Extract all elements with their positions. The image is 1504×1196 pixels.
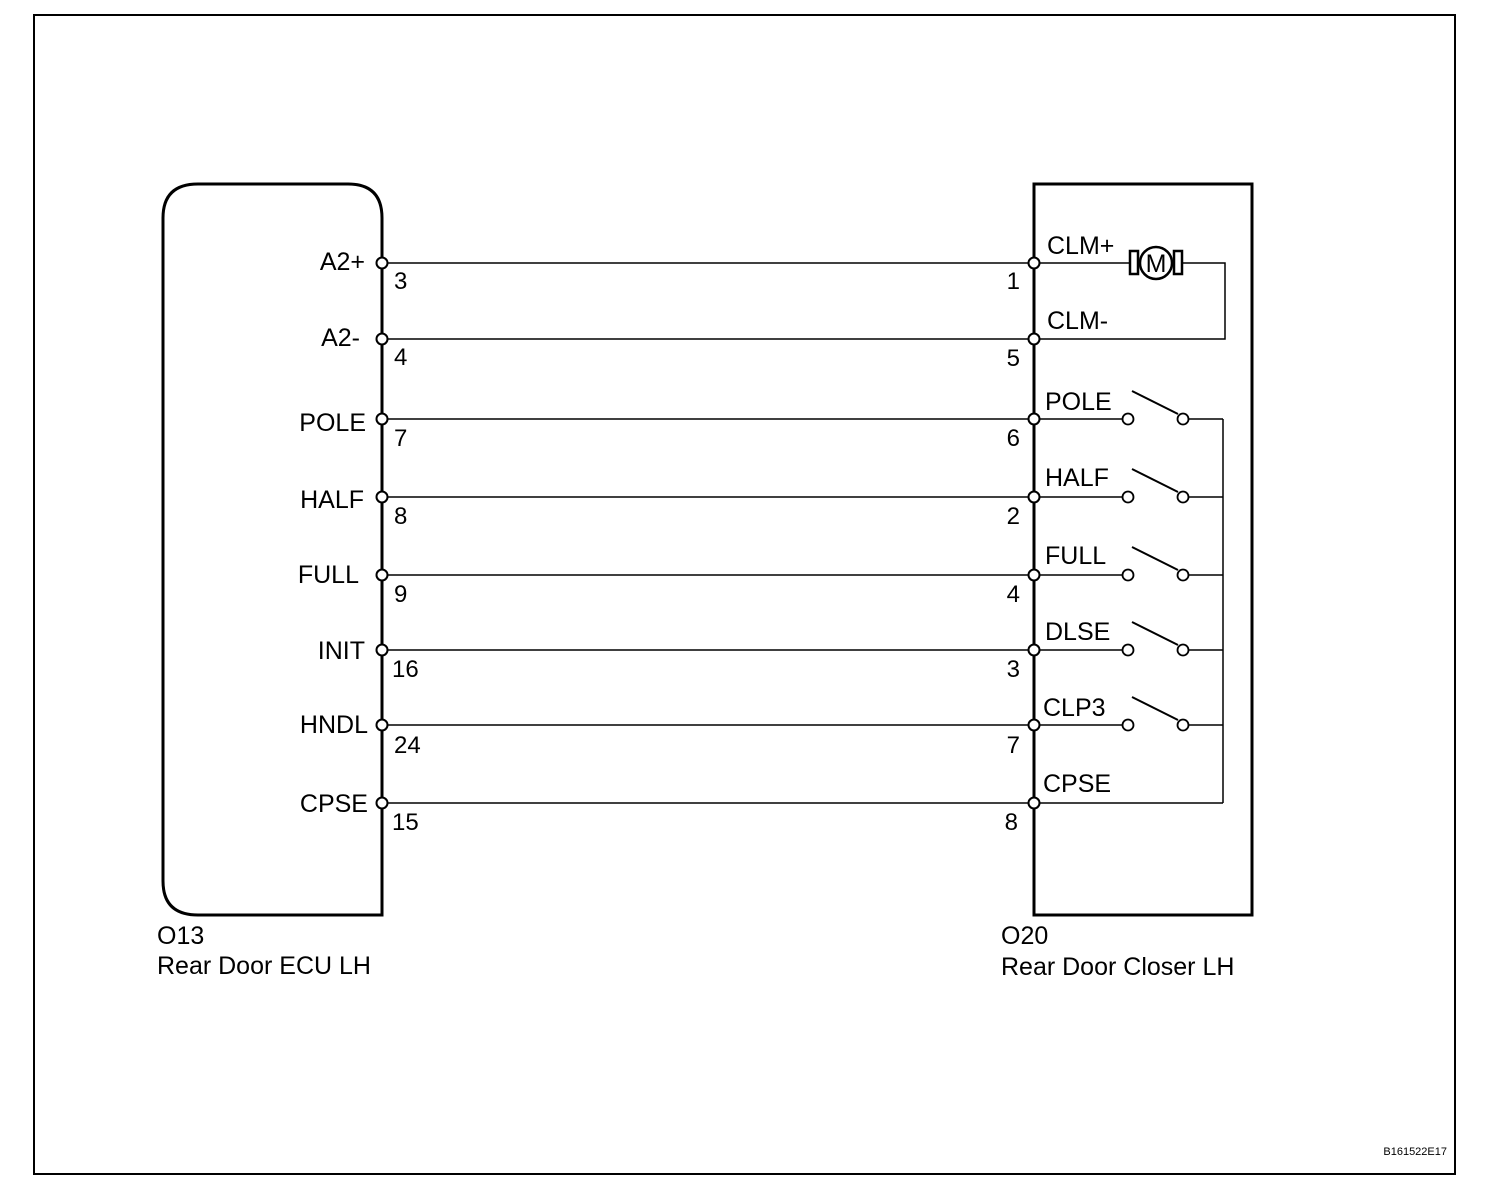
- ecu-terminals: [375, 256, 389, 810]
- closer-terminal-label: CLM+: [1047, 232, 1114, 260]
- closer-name: Rear Door Closer LH: [1001, 953, 1234, 981]
- terminal-circle: [375, 796, 389, 810]
- ecu-terminal-label: A2-: [321, 324, 360, 352]
- terminal-circle: [1027, 332, 1041, 346]
- closer-terminal-label: CLP3: [1043, 694, 1106, 722]
- ecu-pin-number: 15: [392, 809, 419, 836]
- switch-contact: [1121, 568, 1135, 582]
- closer-pin-number: 3: [1007, 656, 1020, 683]
- terminal-circle: [375, 412, 389, 426]
- terminal-circle: [1027, 256, 1041, 270]
- terminal-circle: [1027, 568, 1041, 582]
- switch-contact: [1176, 718, 1190, 732]
- terminal-circle: [375, 718, 389, 732]
- terminal-circle: [375, 332, 389, 346]
- closer-pin-number: 1: [1007, 268, 1020, 295]
- switch-leads: [1039, 418, 1122, 726]
- switch-contact: [1121, 412, 1135, 426]
- closer-terminal-label: CPSE: [1043, 770, 1111, 798]
- closer-box: [1032, 182, 1254, 917]
- motor-return-lead: [1039, 262, 1226, 340]
- switch-blade: [1131, 390, 1179, 415]
- closer-pin-number: 4: [1007, 581, 1020, 608]
- outer-frame: [33, 14, 1456, 1175]
- closer-terminals: [1027, 256, 1041, 810]
- closer-pin-number: 2: [1007, 503, 1020, 530]
- switch-contact: [1176, 412, 1190, 426]
- terminal-circle: [375, 568, 389, 582]
- switch-contact: [1121, 718, 1135, 732]
- terminal-circle: [375, 643, 389, 657]
- terminal-circle: [375, 256, 389, 270]
- ecu-pin-number: 8: [394, 503, 407, 530]
- wires: [387, 262, 1029, 804]
- terminal-circle: [1027, 412, 1041, 426]
- ecu-pin-number: 3: [394, 268, 407, 295]
- terminal-circle: [375, 490, 389, 504]
- closer-pin-numbers: 1 5 6 2 4 3 7 8: [1005, 268, 1020, 836]
- ecu-pin-number: 9: [394, 581, 407, 608]
- closer-terminal-label: HALF: [1045, 464, 1109, 492]
- motor-icon: [1138, 245, 1174, 281]
- ecu-pin-number: 7: [394, 425, 407, 452]
- closer-terminal-labels: CLM+ CLM- POLE HALF FULL DLSE CLP3 CPSE: [1043, 232, 1114, 798]
- switch-blade: [1131, 696, 1179, 721]
- closer-pin-number: 6: [1007, 425, 1020, 452]
- terminal-circle: [1027, 643, 1041, 657]
- ecu-terminal-labels: A2+ A2- POLE HALF FULL INIT HNDL CPSE: [298, 248, 368, 818]
- motor-circuit: [1039, 245, 1226, 340]
- ecu-code: O13: [157, 922, 204, 950]
- ecu-terminal-label: POLE: [299, 409, 366, 437]
- ecu-pin-number: 24: [394, 732, 421, 759]
- switch-contact: [1121, 490, 1135, 504]
- closer-code: O20: [1001, 922, 1048, 950]
- figure-code: B161522E17: [1383, 1146, 1447, 1158]
- closer-terminal-label: CLM-: [1047, 307, 1108, 335]
- motor-brush-left: [1128, 249, 1140, 276]
- terminal-circle: [1027, 796, 1041, 810]
- closer-pin-number: 7: [1007, 732, 1020, 759]
- closer-terminal-label: DLSE: [1045, 618, 1110, 646]
- switch-contact: [1176, 568, 1190, 582]
- switch-common-bus: [1039, 418, 1224, 804]
- ecu-terminal-label: A2+: [320, 248, 365, 276]
- switch-blades: [1131, 390, 1179, 721]
- switch-blade: [1131, 468, 1179, 493]
- ecu-terminal-label: INIT: [318, 637, 365, 665]
- closer-pin-number: 5: [1007, 345, 1020, 372]
- closer-terminal-label: FULL: [1045, 542, 1106, 570]
- ecu-terminal-label: FULL: [298, 561, 359, 589]
- ecu-box: [161, 182, 384, 917]
- terminal-circle: [1027, 490, 1041, 504]
- switch-blade: [1131, 546, 1179, 571]
- ecu-terminal-label: HALF: [300, 486, 364, 514]
- ecu-pin-number: 4: [394, 344, 407, 371]
- switch-blade: [1131, 621, 1179, 646]
- ecu-pin-number: 16: [392, 656, 419, 683]
- ecu-pin-numbers: 3 4 7 8 9 16 24 15: [392, 268, 421, 836]
- switch-contacts: [1121, 412, 1190, 732]
- ecu-name: Rear Door ECU LH: [157, 952, 371, 980]
- switch-contact: [1176, 643, 1190, 657]
- motor-brush-right: [1172, 249, 1184, 276]
- switch-contact: [1176, 490, 1190, 504]
- closer-pin-number: 8: [1005, 809, 1018, 836]
- switch-contact: [1121, 643, 1135, 657]
- closer-terminal-label: POLE: [1045, 388, 1112, 416]
- terminal-circle: [1027, 718, 1041, 732]
- motor-symbol: M: [1146, 250, 1167, 278]
- ecu-terminal-label: CPSE: [300, 790, 368, 818]
- ecu-terminal-label: HNDL: [300, 711, 368, 739]
